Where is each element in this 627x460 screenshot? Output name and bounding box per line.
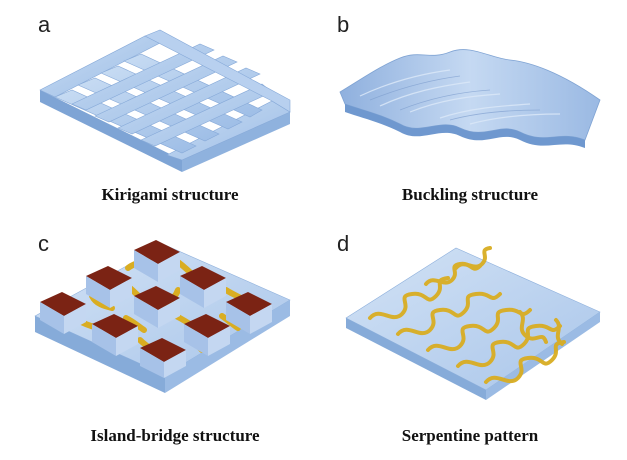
caption-island-bridge: Island-bridge structure	[90, 426, 260, 445]
kirigami-illustration	[39, 29, 291, 172]
caption-buckling: Buckling structure	[401, 185, 539, 204]
island-bridge-illustration	[34, 240, 291, 393]
panel-label-c: c	[38, 231, 49, 256]
panel-label-b: b	[337, 12, 350, 37]
panel-label-d: d	[337, 231, 350, 256]
caption-kirigami: Kirigami structure	[101, 185, 239, 204]
caption-serpentine: Serpentine pattern	[401, 426, 539, 445]
serpentine-illustration	[345, 246, 601, 400]
island-array	[40, 240, 272, 378]
panel-label-a: a	[38, 12, 51, 37]
buckling-illustration	[339, 49, 601, 148]
